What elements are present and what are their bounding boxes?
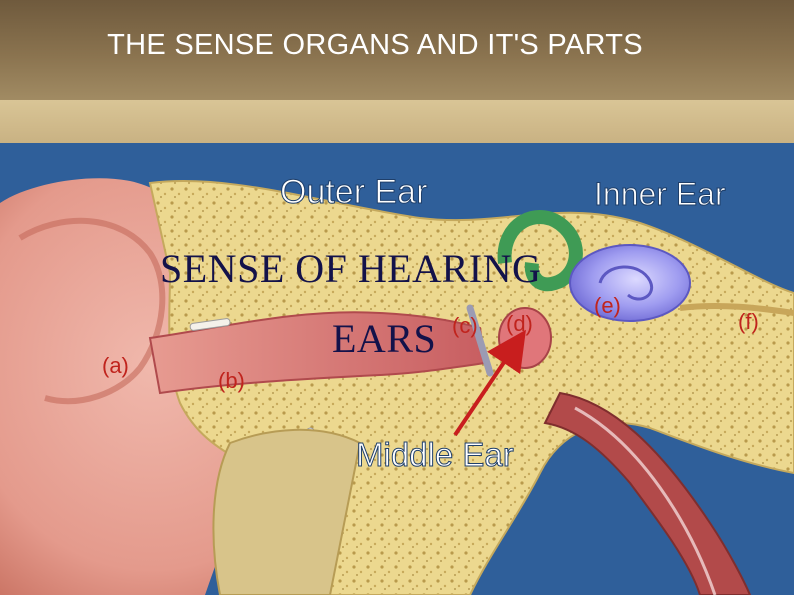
part-label-f: (f) [738,309,759,334]
title-accent-band [0,100,794,143]
part-label-c: (c) [452,313,478,338]
heading-ears: EARS [332,315,436,362]
ear-diagram-svg: Outer Ear Inner Ear Middle Ear (a) (b) (… [0,143,794,595]
heading-sense-of-hearing: SENSE OF HEARING [160,245,541,292]
cochlea [570,245,690,321]
ear-anatomy-diagram: Outer Ear Inner Ear Middle Ear (a) (b) (… [0,143,794,595]
slide-title: THE SENSE ORGANS AND IT'S PARTS [60,28,690,62]
part-label-b: (b) [218,368,245,393]
label-inner-ear: Inner Ear [594,176,726,212]
label-outer-ear: Outer Ear [280,173,427,211]
part-label-a: (a) [102,353,129,378]
label-middle-ear: Middle Ear [356,436,514,473]
part-label-e: (e) [594,293,621,318]
part-label-d: (d) [506,311,533,336]
